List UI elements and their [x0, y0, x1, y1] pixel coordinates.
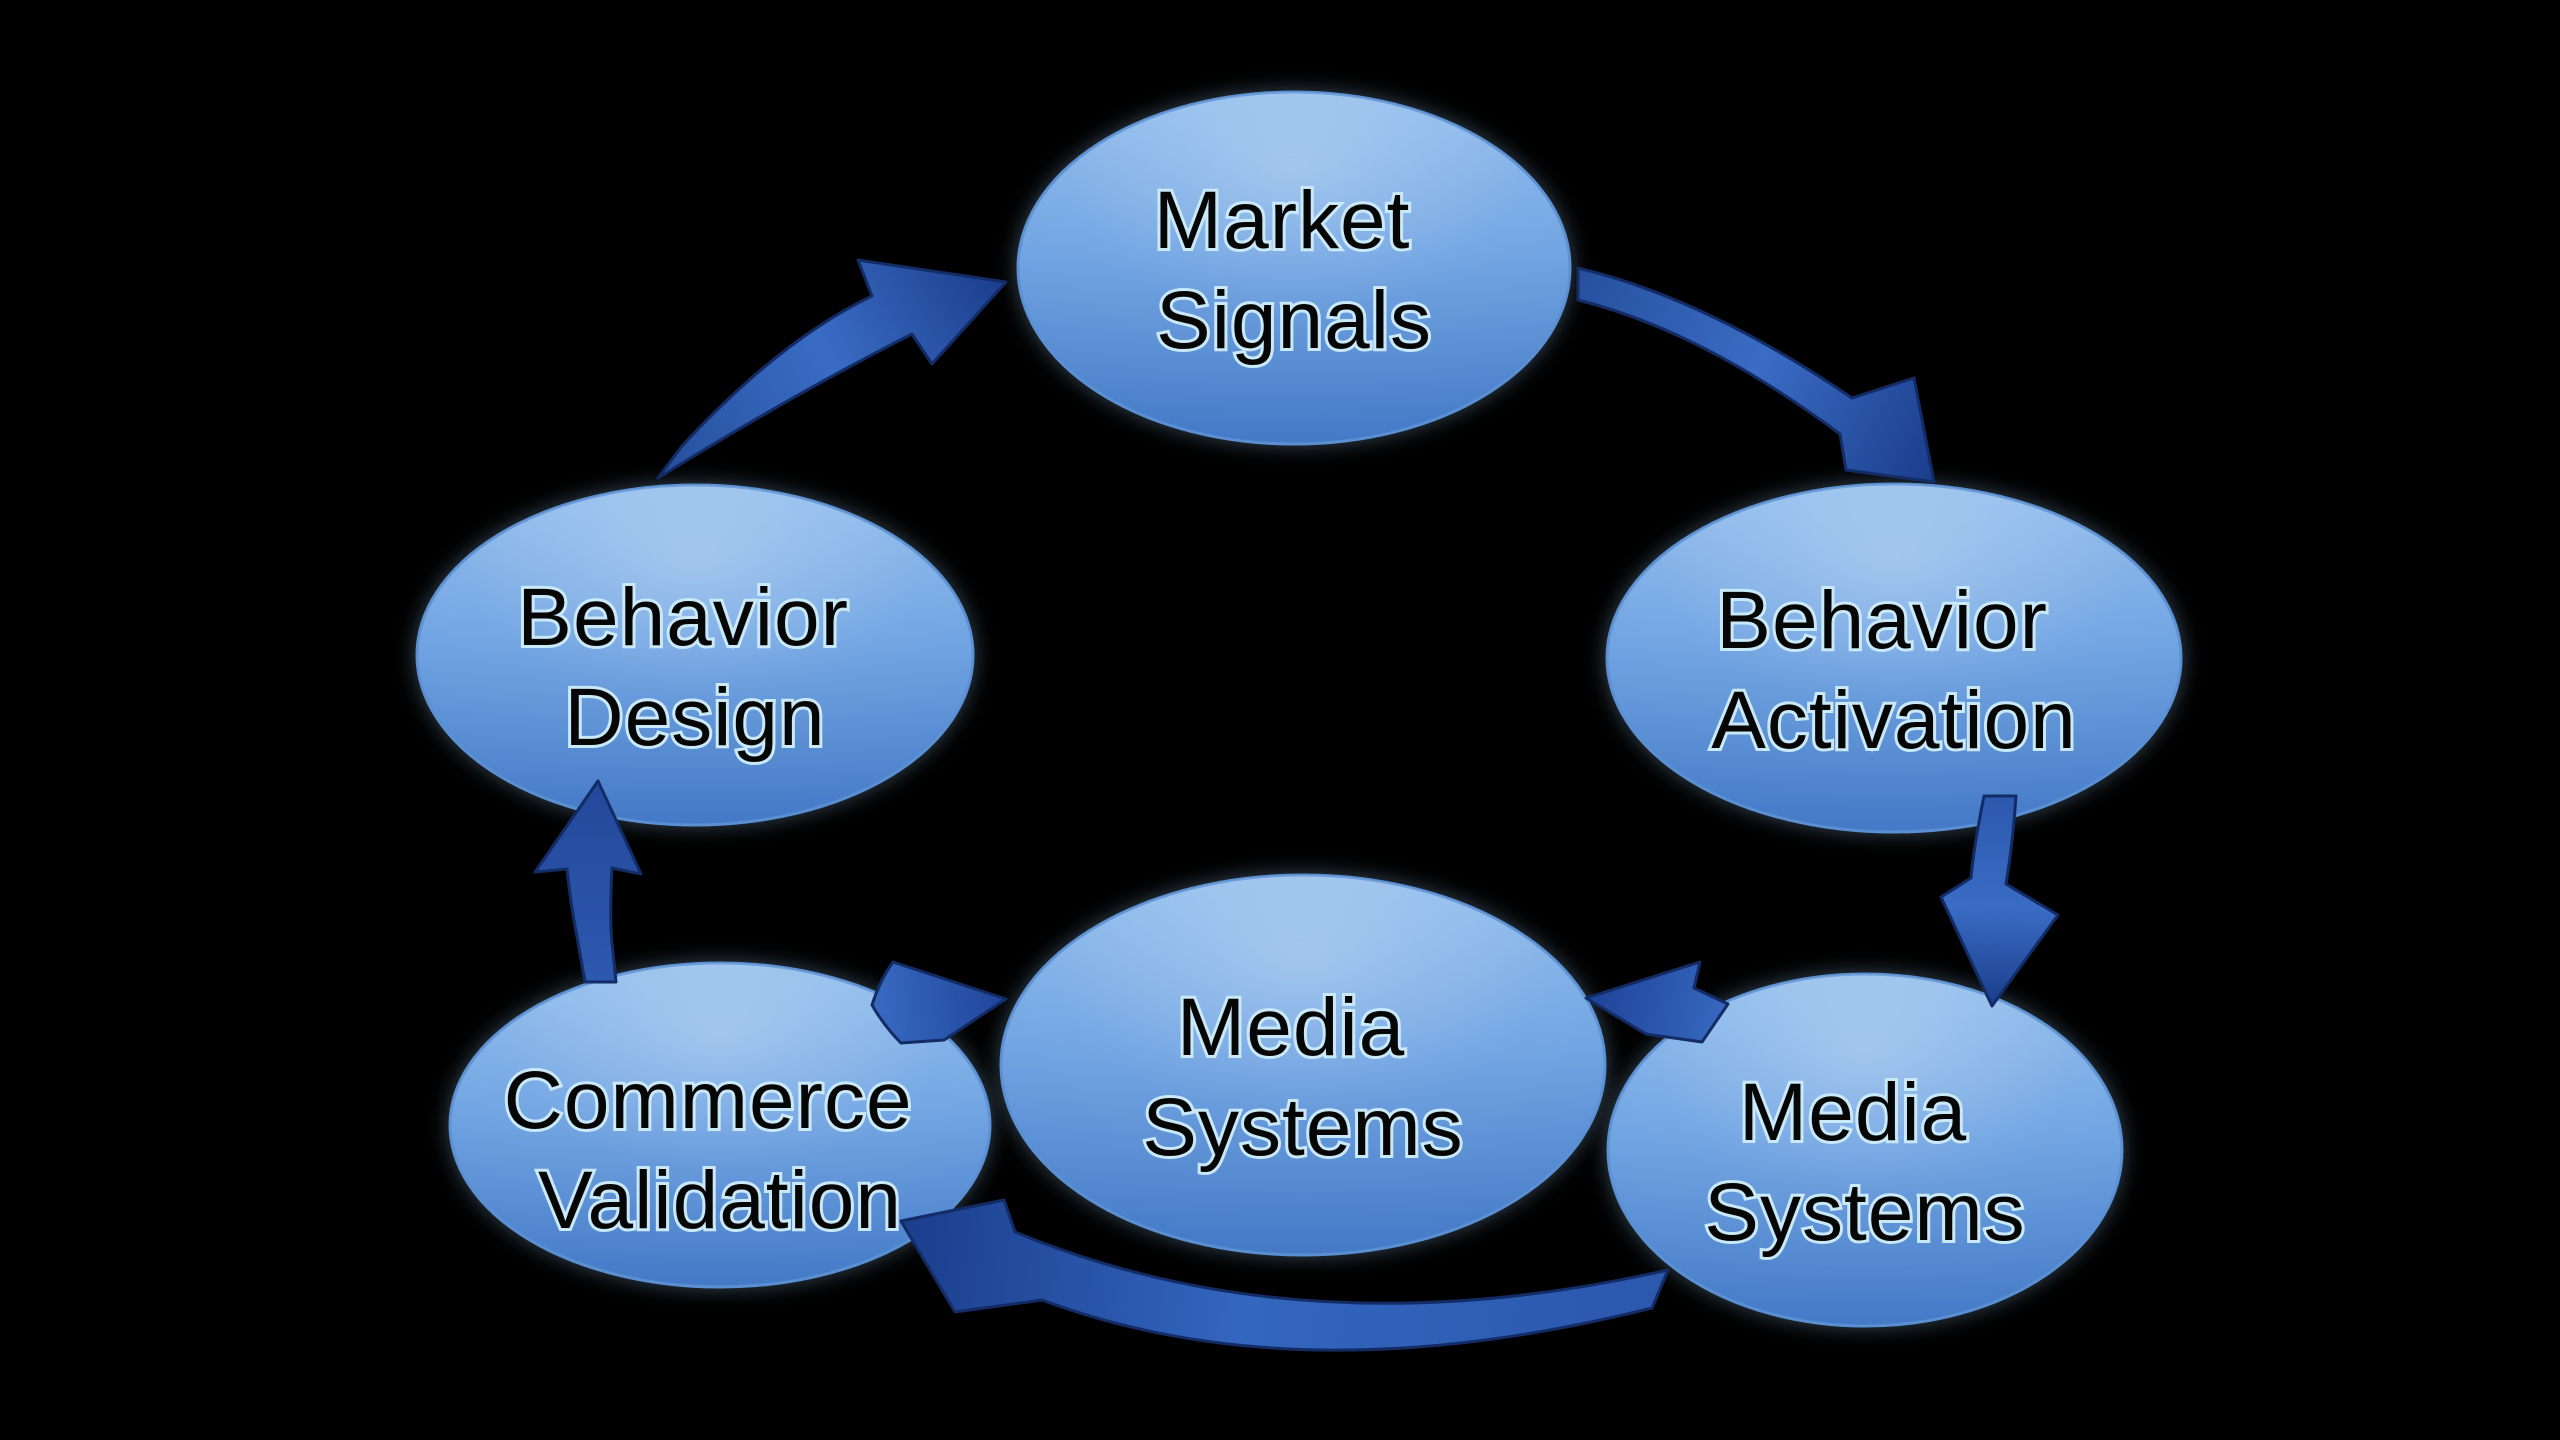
node-media-systems-center-sheen [1001, 875, 1605, 1255]
node-market-signals-line1: Market [1154, 175, 1411, 266]
node-behavior-activation-label: Behavior Activation [1711, 575, 2077, 766]
arrow-market-signals-to-behavior-activation [1576, 266, 1936, 484]
node-media-systems-center: Media Systems [999, 873, 1607, 1257]
node-behavior-activation: Behavior Activation [1605, 482, 2183, 834]
node-behavior-activation-sheen [1607, 484, 2181, 832]
node-media-systems-right-label: Media Systems [1704, 1067, 2025, 1258]
node-behavior-design-line2: Design [564, 672, 825, 763]
node-media-systems-center-line1: Media [1177, 982, 1405, 1073]
node-market-signals-line2: Signals [1156, 275, 1432, 366]
node-market-signals-sheen [1018, 92, 1570, 444]
arrow-commerce-validation-to-media-systems-center [870, 960, 1008, 1045]
node-media-systems-right: Media Systems [1606, 972, 2124, 1328]
node-media-systems-right-sheen [1608, 974, 2122, 1326]
arrow-behavior-design-to-market-signals [656, 258, 1008, 480]
arrow-media-systems-right-to-media-systems-center [1584, 960, 1730, 1044]
node-behavior-design-label: Behavior Design [517, 572, 872, 763]
node-media-systems-center-line2: Systems [1142, 1082, 1463, 1173]
node-market-signals-label: Market Signals [1154, 175, 1434, 366]
node-media-systems-right-line2: Systems [1704, 1167, 2025, 1258]
node-commerce-validation-line1: Commerce [504, 1055, 913, 1146]
node-commerce-validation: Commerce Validation [448, 961, 992, 1289]
arrow-commerce-validation-to-behavior-design [533, 779, 643, 984]
node-behavior-activation-line2: Activation [1711, 675, 2077, 766]
node-behavior-design: Behavior Design [415, 483, 975, 827]
arrow-behavior-activation-to-media-systems-right [1939, 794, 2060, 1008]
node-behavior-design-sheen [417, 485, 973, 825]
node-market-signals: Market Signals [1016, 90, 1572, 446]
node-commerce-validation-sheen [450, 963, 990, 1287]
node-commerce-validation-label: Commerce Validation [504, 1055, 937, 1246]
node-media-systems-center-label: Media Systems [1142, 982, 1463, 1173]
node-media-systems-right-line1: Media [1739, 1067, 1967, 1158]
node-behavior-design-line1: Behavior [517, 572, 849, 663]
arrow-media-systems-right-to-commerce-validation [899, 1198, 1670, 1352]
node-commerce-validation-line2: Validation [538, 1155, 902, 1246]
node-behavior-activation-line1: Behavior [1716, 575, 2048, 666]
